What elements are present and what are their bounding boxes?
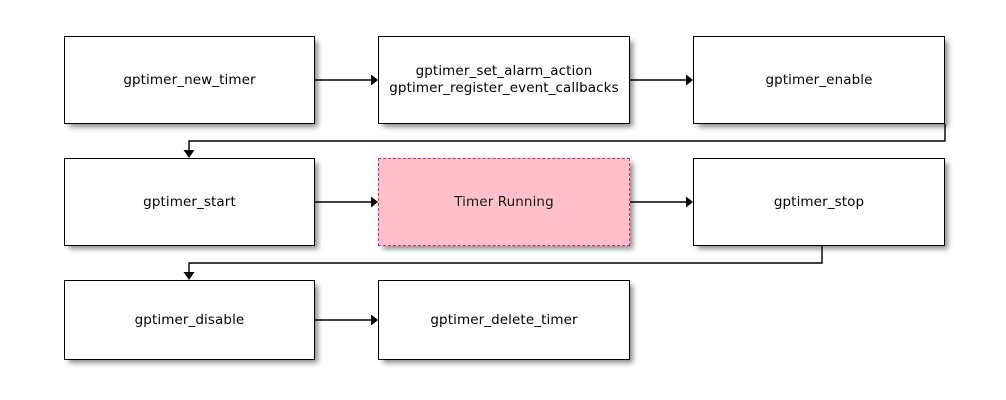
- node-label-line-1: gptimer_set_alarm_action: [415, 63, 593, 79]
- node-label: gptimer_delete_timer: [430, 311, 578, 328]
- edge-stop-to-disable: [183, 246, 823, 280]
- node-label: gptimer_new_timer: [123, 71, 256, 88]
- node-label: Timer Running: [454, 193, 554, 210]
- node-gptimer-disable[interactable]: gptimer_disable: [64, 280, 315, 360]
- edge-running-to-stop: [630, 196, 693, 208]
- node-label: gptimer_start: [143, 193, 236, 210]
- node-label: gptimer_disable: [134, 311, 245, 328]
- edge-start-to-running: [315, 196, 378, 208]
- edge-enable-to-start: [183, 124, 946, 158]
- edge-new-timer-to-set-alarm: [315, 74, 378, 86]
- node-label: gptimer_stop: [773, 193, 865, 210]
- node-gptimer-delete-timer[interactable]: gptimer_delete_timer: [378, 280, 630, 360]
- node-label-line-2: gptimer_register_event_callbacks: [389, 80, 619, 96]
- node-gptimer-stop[interactable]: gptimer_stop: [693, 158, 945, 246]
- node-gptimer-new-timer[interactable]: gptimer_new_timer: [64, 36, 315, 124]
- node-gptimer-enable[interactable]: gptimer_enable: [693, 36, 945, 124]
- edge-set-alarm-to-enable: [630, 74, 693, 86]
- edge-disable-to-delete-timer: [315, 314, 378, 326]
- node-gptimer-set-alarm-action[interactable]: gptimer_set_alarm_action gptimer_registe…: [378, 36, 630, 124]
- node-label: gptimer_enable: [765, 71, 873, 88]
- node-timer-running[interactable]: Timer Running: [378, 158, 630, 246]
- node-gptimer-start[interactable]: gptimer_start: [64, 158, 315, 246]
